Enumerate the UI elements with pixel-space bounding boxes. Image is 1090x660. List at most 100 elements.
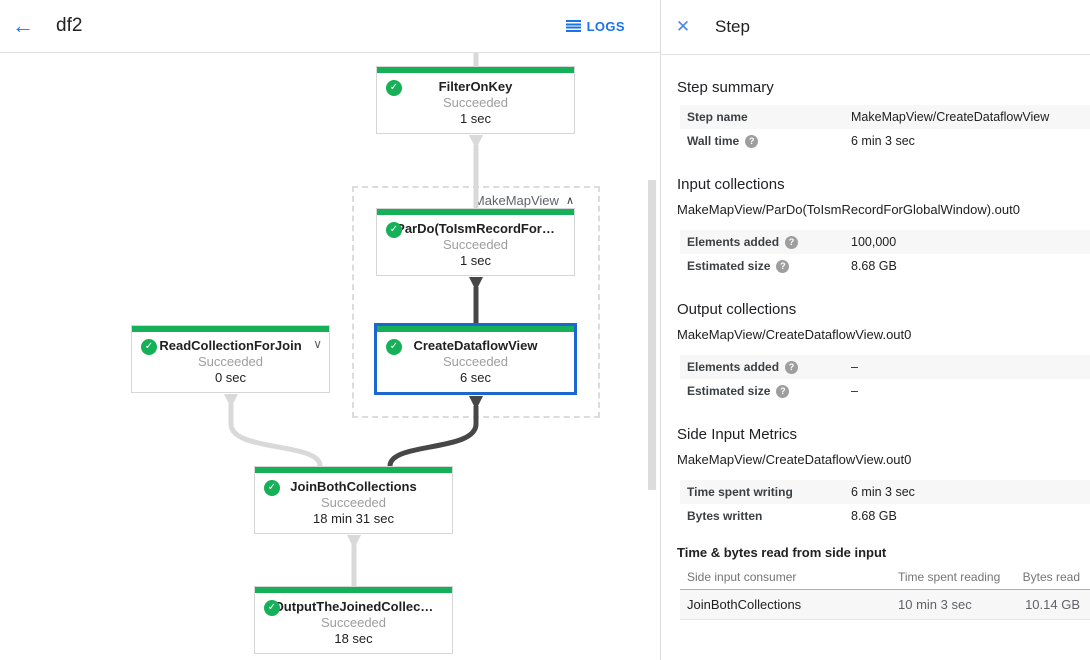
help-icon[interactable]	[776, 259, 790, 273]
node-status-bar	[255, 467, 452, 473]
row-step-name: Step name MakeMapView/CreateDataflowView	[680, 105, 1090, 129]
chevron-down-icon[interactable]	[313, 337, 322, 351]
node-status-bar	[255, 587, 452, 593]
help-icon[interactable]	[776, 384, 790, 398]
row-label: Step name	[687, 110, 748, 124]
node-filteronkey[interactable]: FilterOnKey Succeeded 1 sec	[376, 66, 575, 134]
node-status: Succeeded	[197, 354, 264, 369]
close-icon[interactable]	[669, 13, 697, 41]
section-title-step-summary: Step summary	[677, 79, 774, 96]
node-status: Succeeded	[442, 237, 509, 252]
help-icon[interactable]	[785, 360, 799, 374]
help-icon[interactable]	[785, 235, 799, 249]
node-createdataflowview-selected[interactable]: CreateDataflowView Succeeded 6 sec	[374, 323, 577, 395]
column-header-bytes: Bytes read	[1022, 569, 1080, 584]
node-status-bar	[377, 326, 574, 332]
table-row-joinbothcollections[interactable]: JoinBothCollections 10 min 3 sec 10.14 G…	[680, 590, 1090, 620]
job-title: df2	[56, 15, 83, 36]
row-value: MakeMapView/CreateDataflowView	[851, 110, 1050, 124]
node-title: JoinBothCollections	[290, 479, 417, 494]
logs-list-icon	[565, 20, 581, 32]
success-check-icon	[386, 80, 402, 96]
pipeline-graph-pane: MakeMapView	[0, 0, 660, 660]
node-status: Succeeded	[320, 615, 387, 630]
node-status-bar	[377, 67, 574, 73]
node-status-bar	[377, 209, 574, 215]
row-estimated-size: Estimated size –	[680, 379, 1090, 403]
node-pardo-toismrecord[interactable]: ParDo(ToIsmRecordFor… Succeeded 1 sec	[376, 208, 575, 276]
row-label: Estimated size	[687, 384, 771, 398]
row-label: Elements added	[687, 360, 780, 374]
row-value: –	[851, 360, 858, 374]
row-elements-added: Elements added 100,000	[680, 230, 1090, 254]
node-time: 18 min 31 sec	[313, 511, 394, 526]
row-value: 6 min 3 sec	[851, 134, 915, 148]
output-collections-rows: Elements added – Estimated size –	[680, 355, 1090, 403]
node-time: 18 sec	[334, 631, 373, 646]
row-time-spent-writing: Time spent writing 6 min 3 sec	[680, 480, 1090, 504]
node-status: Succeeded	[442, 354, 509, 369]
side-input-table: Side input consumer Time spent reading B…	[680, 564, 1090, 620]
logs-button[interactable]: LOGS	[564, 15, 627, 38]
node-outputthejoinedcollection[interactable]: OutputTheJoinedCollec… Succeeded 18 sec	[254, 586, 453, 654]
section-title-side-input-metrics: Side Input Metrics	[677, 426, 798, 443]
node-status: Succeeded	[320, 495, 387, 510]
row-bytes-written: Bytes written 8.68 GB	[680, 504, 1090, 528]
cell-time: 10 min 3 sec	[898, 597, 972, 612]
node-readcollectionforjoin[interactable]: ReadCollectionForJoin Succeeded 0 sec	[131, 325, 330, 393]
row-value: 8.68 GB	[851, 259, 897, 273]
row-value: 8.68 GB	[851, 509, 897, 523]
success-check-icon	[386, 222, 402, 238]
group-label-makemapview[interactable]: MakeMapView	[474, 193, 574, 208]
node-time: 1 sec	[459, 253, 492, 268]
row-label: Elements added	[687, 235, 780, 249]
success-check-icon	[264, 600, 280, 616]
node-title: ReadCollectionForJoin	[159, 338, 302, 353]
node-title: ParDo(ToIsmRecordFor…	[396, 221, 555, 236]
input-collections-rows: Elements added 100,000 Estimated size 8.…	[680, 230, 1090, 278]
cell-bytes: 10.14 GB	[1025, 597, 1080, 612]
row-elements-added: Elements added –	[680, 355, 1090, 379]
section-title-input-collections: Input collections	[677, 176, 785, 193]
step-summary-rows: Step name MakeMapView/CreateDataflowView…	[680, 105, 1090, 153]
node-title: OutputTheJoinedCollec…	[273, 599, 434, 614]
success-check-icon	[141, 339, 157, 355]
row-label: Estimated size	[687, 259, 771, 273]
node-status-bar	[132, 326, 329, 332]
pipeline-edges	[224, 53, 483, 586]
output-collection-name: MakeMapView/CreateDataflowView.out0	[677, 327, 912, 342]
job-header: df2 LOGS	[0, 0, 660, 53]
side-input-metrics-rows: Time spent writing 6 min 3 sec Bytes wri…	[680, 480, 1090, 528]
node-status: Succeeded	[442, 95, 509, 110]
input-collection-name: MakeMapView/ParDo(ToIsmRecordForGlobalWi…	[677, 202, 1020, 217]
section-title-output-collections: Output collections	[677, 301, 797, 318]
row-wall-time: Wall time 6 min 3 sec	[680, 129, 1090, 153]
vertical-scrollbar[interactable]	[648, 180, 656, 490]
row-label: Wall time	[687, 134, 740, 148]
success-check-icon	[386, 339, 402, 355]
help-icon[interactable]	[745, 134, 759, 148]
node-time: 0 sec	[214, 370, 247, 385]
success-check-icon	[264, 480, 280, 496]
side-input-table-title: Time & bytes read from side input	[677, 545, 887, 560]
row-value: 100,000	[851, 235, 897, 249]
row-label: Time spent writing	[687, 485, 793, 499]
group-label-text: MakeMapView	[473, 193, 559, 208]
back-button[interactable]	[8, 11, 38, 41]
panel-title: Step	[715, 17, 750, 36]
row-label: Bytes written	[687, 509, 763, 523]
cell-consumer: JoinBothCollections	[687, 597, 802, 612]
column-header-consumer: Side input consumer	[687, 569, 797, 584]
node-joinbothcollections[interactable]: JoinBothCollections Succeeded 18 min 31 …	[254, 466, 453, 534]
step-panel-header: Step	[661, 0, 1090, 55]
side-input-table-header: Side input consumer Time spent reading B…	[680, 564, 1090, 590]
column-header-time: Time spent reading	[898, 569, 1001, 584]
pipeline-graph: MakeMapView	[0, 0, 660, 660]
logs-button-label: LOGS	[586, 18, 625, 34]
node-time: 1 sec	[459, 111, 492, 126]
side-input-collection-name: MakeMapView/CreateDataflowView.out0	[677, 452, 912, 467]
node-title: CreateDataflowView	[413, 338, 538, 353]
step-detail-panel: Step Step summary Step name MakeMapView/…	[660, 0, 1090, 660]
node-time: 6 sec	[459, 370, 492, 385]
